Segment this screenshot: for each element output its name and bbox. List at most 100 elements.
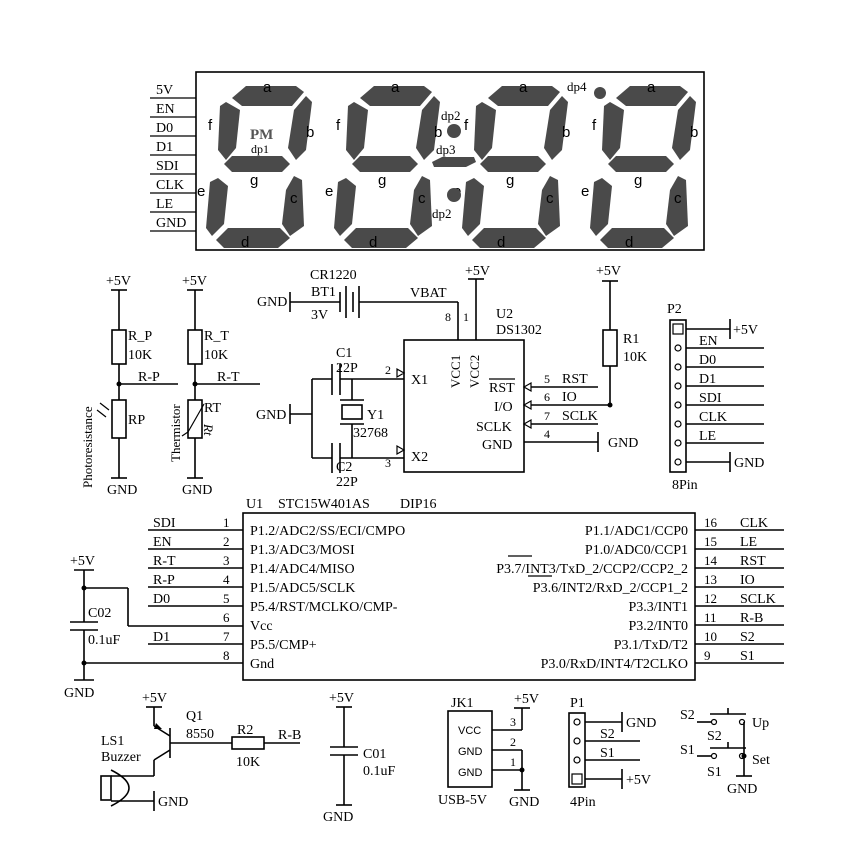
mcu-right-pin-fn: P3.0/RxD/INT4/T2CLKO (541, 657, 688, 672)
colon-dot-top (447, 124, 461, 138)
segment-f (218, 102, 240, 160)
mcu-left-pin-num: 7 (223, 629, 230, 644)
switch-section: S2 Up S2 S1 Set S1 GND (680, 708, 770, 797)
segment-label-g: g (250, 172, 258, 189)
dp1-label: dp1 (251, 142, 269, 156)
p1-vcc: +5V (626, 773, 651, 788)
sensor-section: +5V R_P 10K R-P RP GND Photoresistance +… (80, 274, 260, 498)
segment-b (672, 96, 696, 160)
segment-label-d: d (241, 234, 249, 251)
mcu-right-pin-fn: P3.7/INT3/TxD_2/CCP2/CCP2_2 (496, 562, 688, 577)
pin-sclk: SCLK (476, 420, 512, 435)
display-pin-d0: D0 (156, 121, 173, 136)
display-module: 5V EN D0 D1 SDI CLK LE GND abcdefgabcdef… (150, 71, 705, 251)
segment-label-b: b (306, 124, 314, 141)
mcu-left-net: D0 (153, 592, 170, 607)
s2-ref: S2 (707, 729, 722, 744)
mcu-left-net: D1 (153, 630, 170, 645)
rt-res-val: 10K (204, 348, 228, 363)
rtc-section: GND CR1220 BT1 3V VBAT 8 +5V 1 U2 DS1302… (256, 264, 647, 490)
r2-val: 10K (236, 755, 260, 770)
segment-label-e: e (325, 183, 333, 200)
s2-net: S2 (680, 708, 695, 723)
p2-pin (674, 439, 682, 447)
usb-pin-vcc: VCC (458, 725, 481, 737)
r2-resistor (231, 736, 265, 750)
rt-gnd-label: GND (182, 483, 212, 498)
rt-t-label: Rt (201, 423, 216, 436)
c01-val: 0.1uF (363, 764, 396, 779)
ls1-name: Buzzer (101, 750, 141, 765)
rtc-part: DS1302 (496, 323, 542, 338)
buzzer-section: +5V Q1 8550 R2 10K R-B GND LS1 Buzzer (100, 691, 301, 811)
dp2-label-bottom: dp2 (432, 206, 452, 221)
segment-label-d: d (369, 234, 377, 251)
p2-pin (674, 401, 682, 409)
mcu-right-net: S2 (740, 630, 755, 645)
display-pin-gnd: GND (156, 216, 186, 231)
mcu-chip (242, 512, 696, 681)
s1-func: Set (752, 753, 770, 768)
r1-val: 10K (623, 350, 647, 365)
usb-connector (447, 710, 493, 788)
segment-label-g: g (506, 172, 514, 189)
c2-val: 22P (336, 475, 358, 490)
q1-part: 8550 (186, 727, 214, 742)
usb-pin-gnd-1: GND (458, 746, 483, 758)
segment-c (410, 176, 432, 236)
segment-g (352, 156, 418, 172)
mcu-left-pin-num: 3 (223, 553, 230, 568)
batt-name: CR1220 (310, 268, 357, 283)
mcu-right-pin-fn: P3.2/INT0 (629, 619, 689, 634)
p2-label: D1 (699, 372, 716, 387)
pin-io: I/O (494, 400, 513, 415)
c01-section: +5V C01 0.1uF GND (323, 691, 396, 825)
segment-c (666, 176, 688, 236)
r1-ref: R1 (623, 332, 639, 347)
c02-val: 0.1uF (88, 633, 121, 648)
p2-label: LE (699, 429, 716, 444)
p2-pin (674, 363, 682, 371)
batt-ref: BT1 (311, 285, 336, 300)
segment-e (206, 178, 228, 236)
segment-e (590, 178, 612, 236)
segment-label-e: e (581, 183, 589, 200)
segment-label-f: f (208, 117, 213, 134)
segment-label-d: d (497, 234, 505, 251)
segment-label-g: g (634, 172, 642, 189)
p1-body (568, 712, 586, 788)
pin-x2: X2 (411, 450, 428, 465)
segment-label-c: c (418, 190, 426, 207)
net-sclk: SCLK (562, 409, 598, 424)
net-io: IO (562, 390, 577, 405)
segment-label-b: b (562, 124, 570, 141)
usb-num-3: 3 (510, 715, 516, 729)
usb-caption: USB-5V (438, 793, 487, 808)
thermistor-caption: Thermistor (168, 404, 183, 462)
c2-ref: C2 (336, 460, 352, 475)
mcu-left-pin-fn: P1.3/ADC3/MOSI (250, 543, 355, 558)
rt-sensor-label: RT (204, 401, 221, 416)
p2-ref: P2 (667, 302, 682, 317)
usb-vcc: +5V (514, 692, 539, 707)
p2-label: EN (699, 334, 718, 349)
pin3-num: 3 (385, 456, 391, 470)
mcu-left-pin-fn: P1.2/ADC2/SS/ECI/CMPO (250, 524, 405, 539)
mcu-left-net: SDI (153, 516, 176, 531)
mcu-right-net: S1 (740, 649, 755, 664)
xtal-gnd-label: GND (256, 408, 286, 423)
s1-net: S1 (680, 743, 695, 758)
segment-b (288, 96, 312, 160)
segment-g (608, 156, 674, 172)
rp-res-val: 10K (128, 348, 152, 363)
segment-label-c: c (674, 190, 682, 207)
mcu-left-pin-fn: Gnd (250, 657, 274, 672)
c1-val: 22P (336, 361, 358, 376)
pin5-num: 5 (544, 372, 550, 386)
segment-label-b: b (690, 124, 698, 141)
display-pin-d1: D1 (156, 140, 173, 155)
pin8-num: 8 (445, 310, 451, 324)
p2-label: CLK (699, 410, 727, 425)
pm-indicator: PM (250, 127, 273, 143)
mcu-right-pin-fn: P3.6/INT2/RxD_2/CCP1_2 (533, 581, 688, 596)
